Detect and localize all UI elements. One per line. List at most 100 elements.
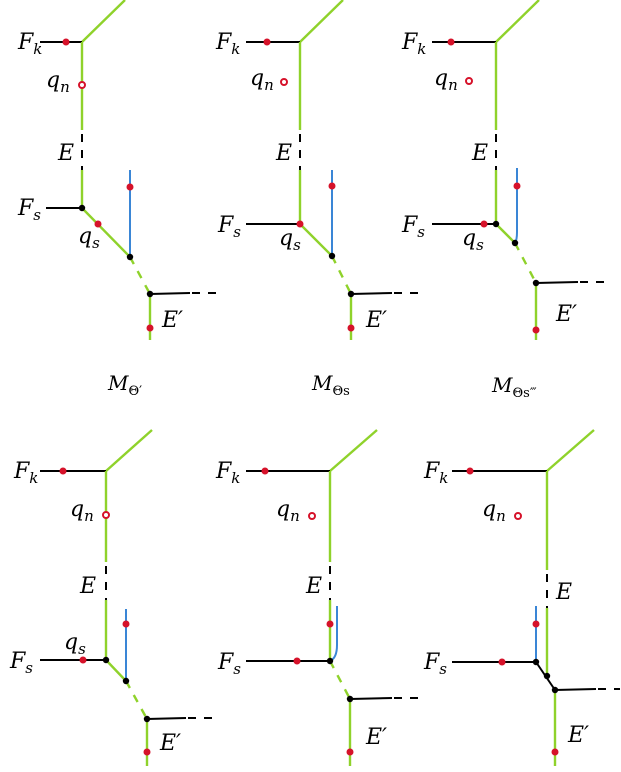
vertex bbox=[328, 252, 336, 260]
fk-label: Fk bbox=[215, 459, 240, 487]
fk-label: Fk bbox=[17, 30, 42, 58]
green-edge bbox=[81, 207, 131, 258]
caption-2: MΘs bbox=[311, 371, 350, 399]
vertex bbox=[126, 253, 134, 261]
green-edge bbox=[299, 0, 344, 43]
green-dashed-edge bbox=[128, 256, 152, 295]
red-point bbox=[59, 467, 67, 475]
red-point bbox=[532, 326, 540, 334]
black-edge bbox=[149, 292, 191, 295]
green-edge bbox=[495, 223, 516, 244]
vertex bbox=[532, 279, 540, 287]
qn-label: qn bbox=[276, 497, 300, 525]
fs-label: Fs bbox=[9, 649, 33, 677]
qn-label: qn bbox=[250, 66, 274, 94]
panel-4: Fk qn E Fs qs E′ bbox=[9, 429, 214, 766]
green-dashed-edge bbox=[328, 660, 352, 700]
red-point bbox=[261, 467, 269, 475]
green-edge bbox=[299, 223, 333, 257]
panel-5: Fk qn E Fs E′ bbox=[215, 429, 420, 766]
vertex bbox=[492, 220, 500, 228]
red-point bbox=[293, 657, 301, 665]
caption-3: MΘs‴ bbox=[491, 373, 537, 401]
red-point bbox=[347, 324, 355, 332]
red-point bbox=[551, 748, 559, 756]
black-edge bbox=[554, 688, 597, 691]
panel-3: Fk qn E Fs qs E′ bbox=[401, 0, 608, 340]
red-point bbox=[62, 38, 70, 46]
qn-label: qn bbox=[70, 497, 94, 525]
vertex bbox=[543, 672, 551, 680]
black-edge bbox=[146, 717, 187, 720]
e-label: E bbox=[555, 580, 572, 605]
green-dashed-edge bbox=[513, 242, 538, 284]
green-edge bbox=[105, 659, 127, 682]
green-edge bbox=[329, 429, 378, 472]
caption-1: MΘ′ bbox=[107, 371, 142, 399]
vertex bbox=[78, 204, 86, 212]
red-point bbox=[466, 467, 474, 475]
red-point bbox=[143, 748, 151, 756]
qn-label: qn bbox=[482, 497, 506, 525]
red-point bbox=[532, 620, 540, 628]
qs-label: qs bbox=[78, 224, 100, 252]
green-edge bbox=[105, 429, 153, 472]
fs-label: Fs bbox=[401, 213, 425, 241]
panel-6: Fk qn E Fs E′ bbox=[423, 429, 620, 766]
vertex bbox=[551, 686, 559, 694]
qn-point bbox=[514, 512, 522, 520]
vertex bbox=[347, 290, 355, 298]
eprime-label: E′ bbox=[567, 723, 589, 748]
vertex bbox=[511, 239, 519, 247]
vertex bbox=[326, 657, 334, 665]
eprime-label: E′ bbox=[555, 302, 577, 327]
red-point bbox=[126, 183, 134, 191]
e-label: E bbox=[57, 141, 74, 166]
fs-label: Fs bbox=[217, 213, 241, 241]
qs-point bbox=[296, 220, 304, 228]
red-point bbox=[513, 182, 521, 190]
vertex bbox=[102, 656, 110, 664]
vertex bbox=[346, 695, 354, 703]
red-point bbox=[447, 38, 455, 46]
qs-point bbox=[94, 220, 102, 228]
qn-label: qn bbox=[434, 66, 458, 94]
eprime-label: E′ bbox=[365, 308, 387, 333]
fk-label: Fk bbox=[423, 459, 448, 487]
eprime-label: E′ bbox=[159, 731, 181, 756]
vertex bbox=[122, 677, 130, 685]
eprime-label: E′ bbox=[161, 308, 183, 333]
e-label: E bbox=[471, 141, 488, 166]
panel-2: Fk qn E Fs qs E′ bbox=[215, 0, 420, 340]
qn-label: qn bbox=[46, 68, 70, 96]
fs-label: Fs bbox=[423, 650, 447, 678]
e-label: E bbox=[275, 141, 292, 166]
vertex bbox=[143, 715, 151, 723]
qs-point bbox=[79, 656, 87, 664]
black-edge bbox=[350, 292, 393, 295]
fs-label: Fs bbox=[217, 650, 241, 678]
qs-label: qs bbox=[462, 226, 484, 254]
e-label: E bbox=[305, 574, 322, 599]
red-point bbox=[346, 748, 354, 756]
black-edge bbox=[349, 697, 393, 700]
qn-point bbox=[78, 81, 86, 89]
fk-label: Fk bbox=[13, 459, 38, 487]
red-point bbox=[498, 658, 506, 666]
green-edge bbox=[495, 0, 540, 43]
green-dashed-edge bbox=[124, 680, 149, 720]
red-point bbox=[328, 182, 336, 190]
green-dashed-edge bbox=[330, 255, 353, 295]
fs-label: Fs bbox=[17, 196, 41, 224]
panel-1: Fk qn E Fs qs E′ bbox=[17, 0, 216, 340]
green-edge bbox=[546, 429, 595, 472]
red-point bbox=[122, 620, 130, 628]
red-point bbox=[326, 620, 334, 628]
blue-curve bbox=[514, 168, 518, 244]
fk-label: Fk bbox=[401, 30, 426, 58]
qs-label: qs bbox=[279, 226, 301, 254]
qn-point bbox=[280, 78, 288, 86]
qn-point bbox=[308, 512, 316, 520]
eprime-label: E′ bbox=[365, 725, 387, 750]
